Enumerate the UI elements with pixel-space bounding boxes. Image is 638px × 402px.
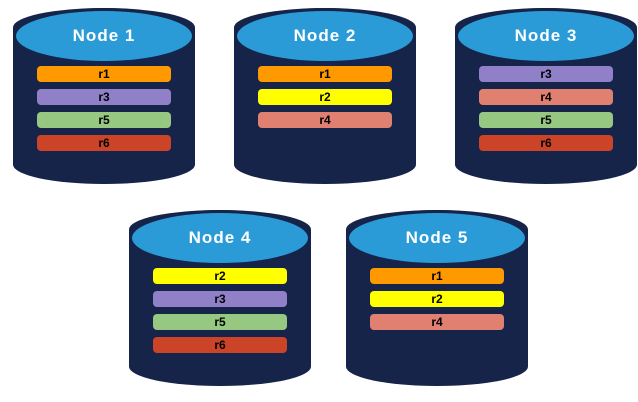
node-4[interactable]: Node 4 r2 r3 r5 r6 bbox=[129, 210, 311, 386]
shard-list: r1 r2 r4 bbox=[234, 66, 416, 128]
shard-r3[interactable]: r3 bbox=[479, 66, 613, 82]
cylinder-top-ellipse bbox=[455, 8, 637, 64]
shard-r2[interactable]: r2 bbox=[258, 89, 392, 105]
node-5[interactable]: Node 5 r1 r2 r4 bbox=[346, 210, 528, 386]
node-label: Node 1 bbox=[72, 26, 136, 45]
cylinder-top-ellipse bbox=[234, 8, 416, 64]
shard-r4[interactable]: r4 bbox=[258, 112, 392, 128]
node-label: Node 5 bbox=[405, 228, 469, 247]
cylinder-top-ellipse bbox=[346, 210, 528, 266]
cylinder-top-ellipse bbox=[13, 8, 195, 64]
node-label: Node 3 bbox=[514, 26, 578, 45]
shard-r6[interactable]: r6 bbox=[479, 135, 613, 151]
shard-r6[interactable]: r6 bbox=[153, 337, 287, 353]
shard-r2[interactable]: r2 bbox=[153, 268, 287, 284]
shard-r3[interactable]: r3 bbox=[37, 89, 171, 105]
node-1[interactable]: Node 1 r1 r3 r5 r6 bbox=[13, 8, 195, 184]
shard-list: r1 r2 r4 bbox=[346, 268, 528, 330]
shard-r4[interactable]: r4 bbox=[479, 89, 613, 105]
node-3[interactable]: Node 3 r3 r4 r5 r6 bbox=[455, 8, 637, 184]
shard-r6[interactable]: r6 bbox=[37, 135, 171, 151]
shard-r2[interactable]: r2 bbox=[370, 291, 504, 307]
shard-r5[interactable]: r5 bbox=[153, 314, 287, 330]
node-2[interactable]: Node 2 r1 r2 r4 bbox=[234, 8, 416, 184]
shard-list: r3 r4 r5 r6 bbox=[455, 66, 637, 151]
shard-list: r1 r3 r5 r6 bbox=[13, 66, 195, 151]
shard-list: r2 r3 r5 r6 bbox=[129, 268, 311, 353]
node-label: Node 4 bbox=[188, 228, 252, 247]
shard-r5[interactable]: r5 bbox=[479, 112, 613, 128]
shard-r4[interactable]: r4 bbox=[370, 314, 504, 330]
shard-r5[interactable]: r5 bbox=[37, 112, 171, 128]
shard-r3[interactable]: r3 bbox=[153, 291, 287, 307]
shard-r1[interactable]: r1 bbox=[370, 268, 504, 284]
node-label: Node 2 bbox=[293, 26, 357, 45]
shard-r1[interactable]: r1 bbox=[258, 66, 392, 82]
shard-r1[interactable]: r1 bbox=[37, 66, 171, 82]
cylinder-top-ellipse bbox=[129, 210, 311, 266]
